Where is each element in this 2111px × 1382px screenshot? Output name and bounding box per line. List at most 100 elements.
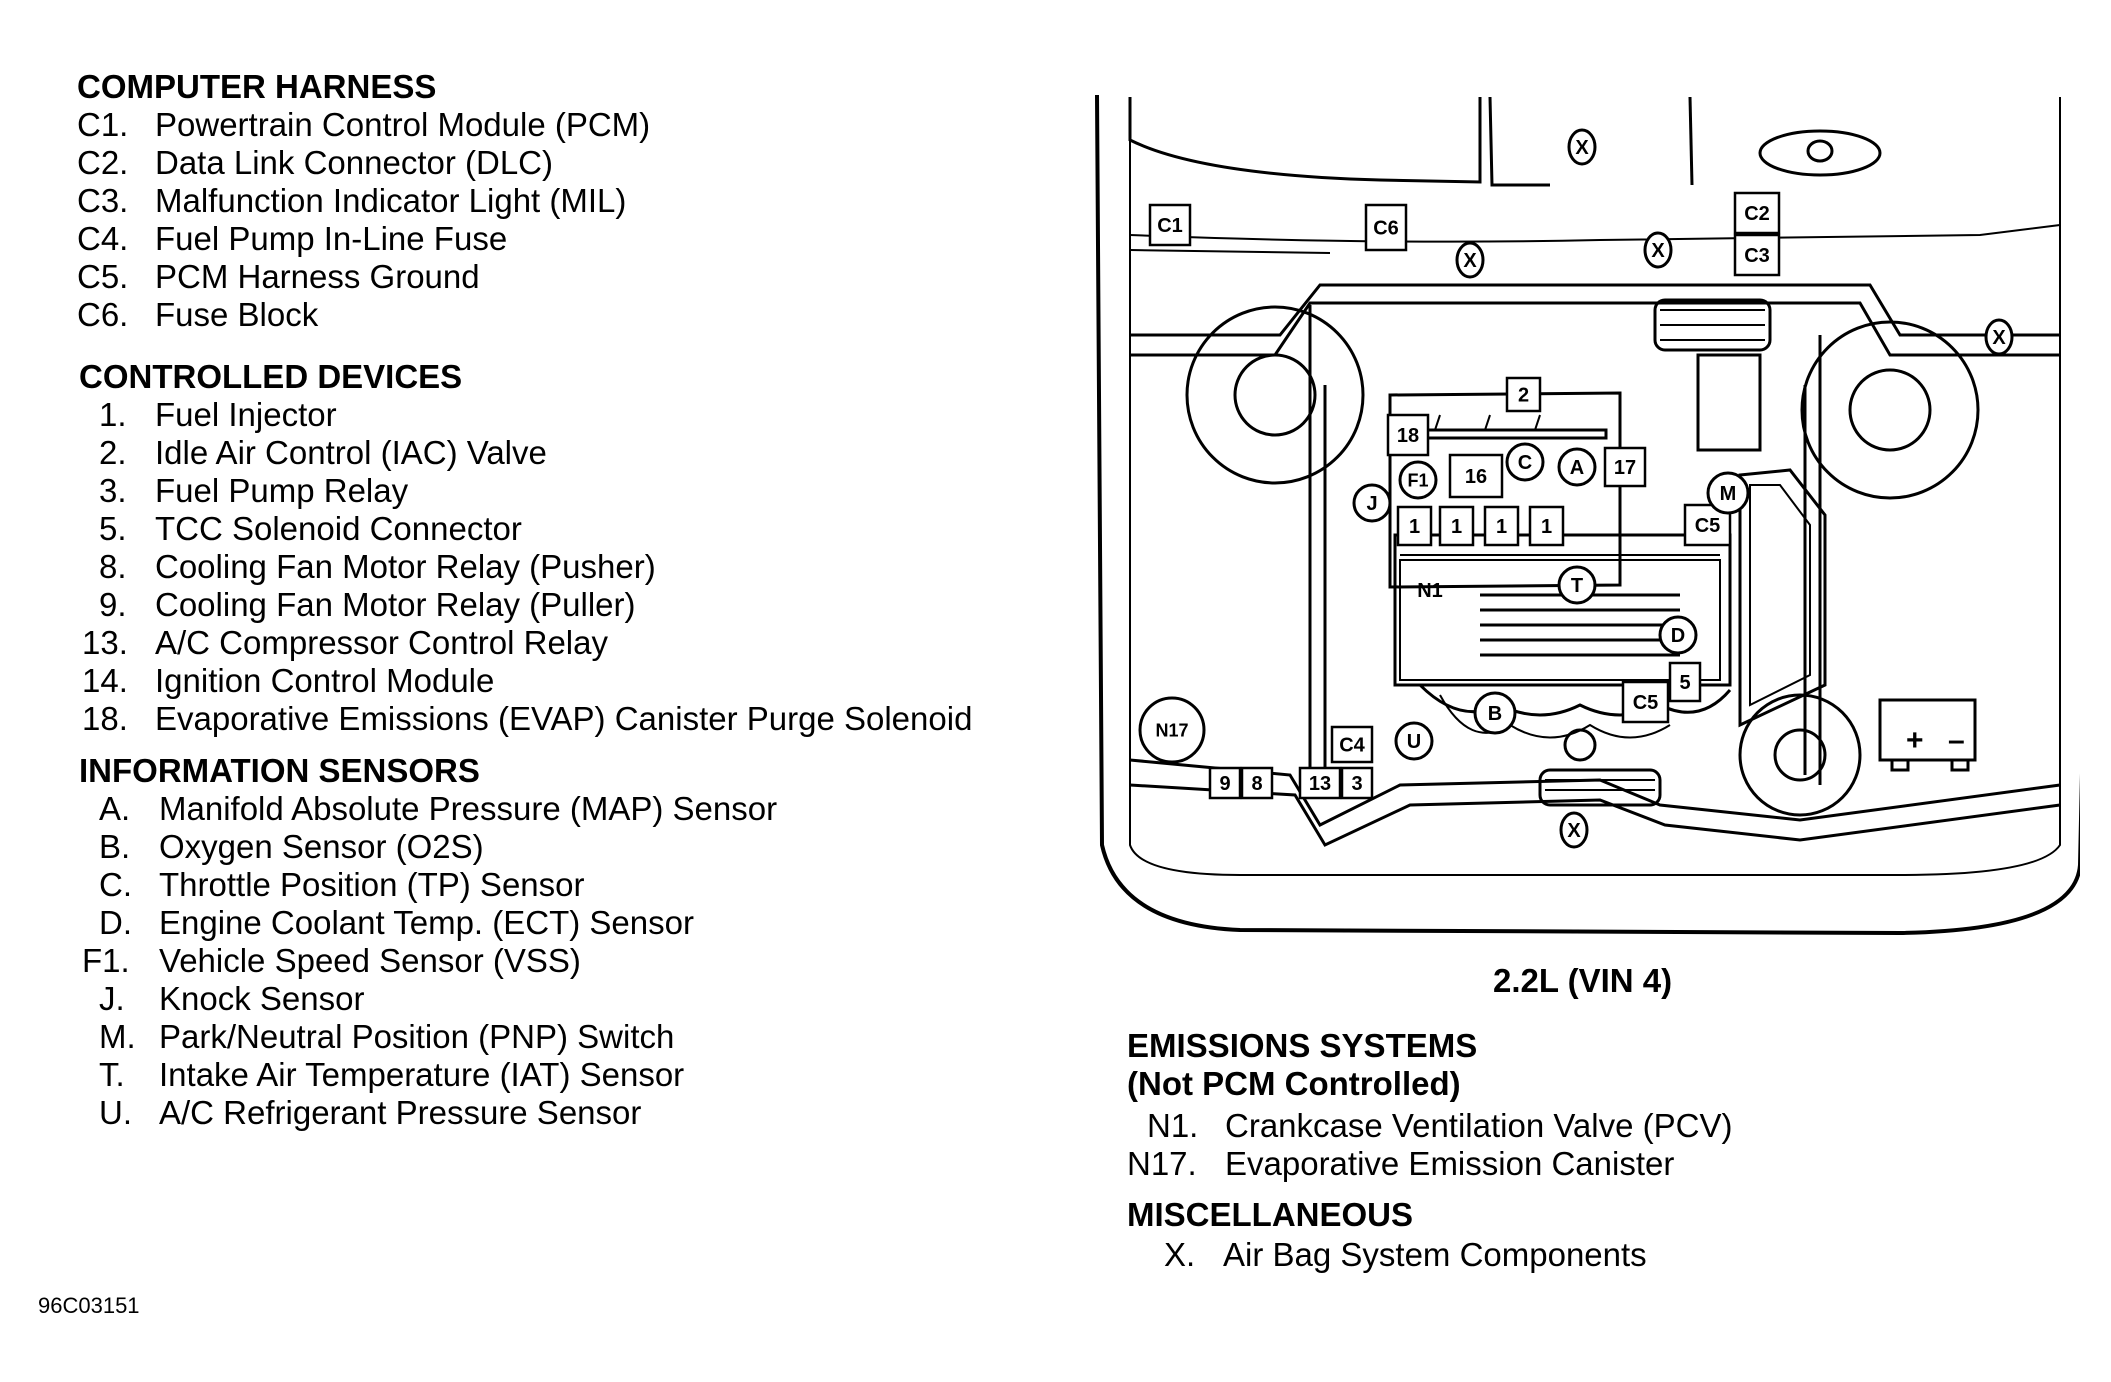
pnp-switch-circle (1706, 471, 1750, 515)
legend-item-label: Fuel Pump Relay (155, 472, 409, 509)
component-16-label: 16 (1465, 466, 1487, 488)
legend-item-label: Manifold Absolute Pressure (MAP) Sensor (159, 790, 778, 827)
legend-item-code: 2. (99, 434, 127, 471)
legend-item-label: Evaporative Emissions (EVAP) Canister Pu… (155, 700, 973, 737)
legend-item: 8.Cooling Fan Motor Relay (Pusher) (77, 548, 656, 586)
legend-item: A. Manifold Absolute Pressure (MAP) Senso… (77, 790, 777, 828)
vss-sensor-label: F1 (1407, 470, 1428, 490)
legend-item-label: Fuse Block (155, 296, 319, 333)
airbag-marker-label: X (1575, 137, 1589, 159)
fuel-pump-relay-box (1340, 766, 1374, 800)
component-17-label: 17 (1614, 457, 1636, 479)
legend-item-label: Cooling Fan Motor Relay (Pusher) (155, 548, 656, 585)
legend-item-label: Evaporative Emission Canister (1225, 1145, 1675, 1182)
legend-item-code: B. (99, 828, 131, 865)
legend-item-label: Fuel Injector (155, 396, 337, 433)
cooling-fan-relay-pusher-box (1240, 766, 1274, 800)
evap-purge-solenoid-box (1386, 413, 1430, 457)
iac-valve-label: 2 (1518, 385, 1529, 407)
section-heading: CONTROLLED DEVICES (79, 358, 463, 395)
legend-item-code: A. (99, 790, 131, 827)
legend-item-code: D. (99, 904, 132, 941)
iac-valve-box (1505, 376, 1542, 413)
computer-harness-section: COMPUTER HARNESS C1.Powertrain Control M… (77, 68, 650, 334)
legend-item-code: X. (1164, 1236, 1196, 1273)
evap-canister-circle (1138, 696, 1206, 764)
legend-item-label: Intake Air Temperature (IAT) Sensor (159, 1056, 685, 1093)
c1-connector-box (1148, 203, 1192, 247)
c4-connector-label: C4 (1339, 735, 1365, 757)
legend-item-code: C3. (77, 182, 129, 219)
evap-purge-solenoid-label: 18 (1397, 425, 1419, 447)
airbag-marker-circle (1559, 811, 1589, 849)
map-sensor-circle (1557, 447, 1597, 487)
legend-item: C3. Malfunction Indicator Light (MIL) (77, 182, 626, 220)
legend-item-code: F1. (82, 942, 130, 979)
legend-item: 3. Fuel Pump Relay (77, 472, 462, 510)
fuel-injector-box (1528, 505, 1565, 547)
c4-connector-box (1330, 725, 1374, 764)
legend-item-code: 13. (82, 624, 128, 661)
legend-item-code: C6. (77, 296, 129, 333)
legend-item: C6. Fuse Block (77, 296, 436, 334)
legend-item: 18. Evaporative Emissions (EVAP) Canister… (77, 700, 972, 738)
legend-item: F1. Vehicle Speed Sensor (VSS) (77, 942, 581, 980)
legend-item-label: Park/Neutral Position (PNP) Switch (159, 1018, 675, 1055)
legend-item-label: Malfunction Indicator Light (MIL) (155, 182, 627, 219)
legend-item-label: Engine Coolant Temp. (ECT) Sensor (159, 904, 694, 941)
legend-item-label: Powertrain Control Module (PCM) (155, 106, 651, 143)
fuel-injector-label: 1 (1409, 516, 1420, 538)
legend-item: N17. Evaporative Emission Canister (1127, 1145, 1674, 1183)
legend-item-code: 5. (99, 510, 127, 547)
legend-item-code: 18. (82, 700, 128, 737)
legend-item: B. Oxygen Sensor (O2S) (77, 828, 484, 866)
section-heading: INFORMATION SENSORS (79, 752, 480, 789)
airbag-marker-label: X (1567, 820, 1581, 842)
legend-item-label: Ignition Control Module (155, 662, 495, 699)
iat-sensor-circle (1557, 565, 1597, 605)
airbag-marker-label: X (1463, 250, 1477, 272)
fuel-injector-box (1396, 505, 1433, 547)
legend-item: J.Knock Sensor (77, 980, 480, 1018)
c1-connector-label: C1 (1157, 215, 1183, 237)
legend-item-label: Vehicle Speed Sensor (VSS) (159, 942, 581, 979)
legend-item-label: Cooling Fan Motor Relay (Puller) (155, 586, 636, 623)
ect-sensor-label: D (1671, 625, 1685, 647)
legend-item: C2.Data Link Connector (DLC) (77, 144, 553, 182)
section-heading: MISCELLANEOUS (1127, 1196, 1414, 1233)
legend-item-label: Crankcase Ventilation Valve (PCV) (1225, 1107, 1733, 1144)
evap-canister-label: N17 (1155, 720, 1188, 740)
legend-item-code: N17. (1127, 1145, 1197, 1182)
c3-connector-box (1733, 233, 1781, 277)
airbag-marker-circle (1567, 128, 1597, 166)
information-sensors-section: INFORMATION SENSORS A. Manifold Absolute … (77, 752, 777, 1132)
tcc-solenoid-connector-label: 5 (1679, 672, 1690, 694)
legend-item-code: C5. (77, 258, 129, 295)
legend-item: 5.TCC Solenoid Connector (77, 510, 522, 548)
oxygen-sensor-label: B (1488, 703, 1502, 725)
legend-item-label: PCM Harness Ground (155, 258, 480, 295)
ect-sensor-circle (1658, 615, 1698, 655)
legend-item: 9. Cooling Fan Motor Relay (Puller) (77, 586, 636, 624)
tp-sensor-label: C (1518, 452, 1532, 474)
battery-minus-label: – (1948, 724, 1965, 757)
tcc-solenoid-connector-box (1668, 661, 1702, 703)
cooling-fan-relay-puller-label: 9 (1219, 773, 1230, 795)
pnp-switch-label: M (1720, 483, 1737, 505)
legend-item-code: 3. (99, 472, 127, 509)
c2-connector-label: C2 (1744, 203, 1770, 225)
c6-connector-box (1364, 203, 1408, 252)
airbag-marker-circle (1455, 241, 1485, 279)
oxygen-sensor-circle (1473, 691, 1517, 735)
legend-item-code: 9. (99, 586, 127, 623)
legend-item-label: A/C Compressor Control Relay (155, 624, 608, 661)
legend-item-code: 14. (82, 662, 128, 699)
vss-sensor-circle (1398, 460, 1438, 500)
section-heading: COMPUTER HARNESS (77, 68, 437, 105)
legend-item-code: J. (99, 980, 125, 1017)
legend-item: 1.Fuel Injector (77, 396, 462, 434)
emissions-systems-section: EMISSIONS SYSTEMS (Not PCM Controlled) N… (1127, 1027, 1732, 1183)
airbag-marker-label: X (1992, 327, 2006, 349)
fuel-pump-relay-label: 3 (1351, 773, 1362, 795)
legend-item-label: Oxygen Sensor (O2S) (159, 828, 484, 865)
